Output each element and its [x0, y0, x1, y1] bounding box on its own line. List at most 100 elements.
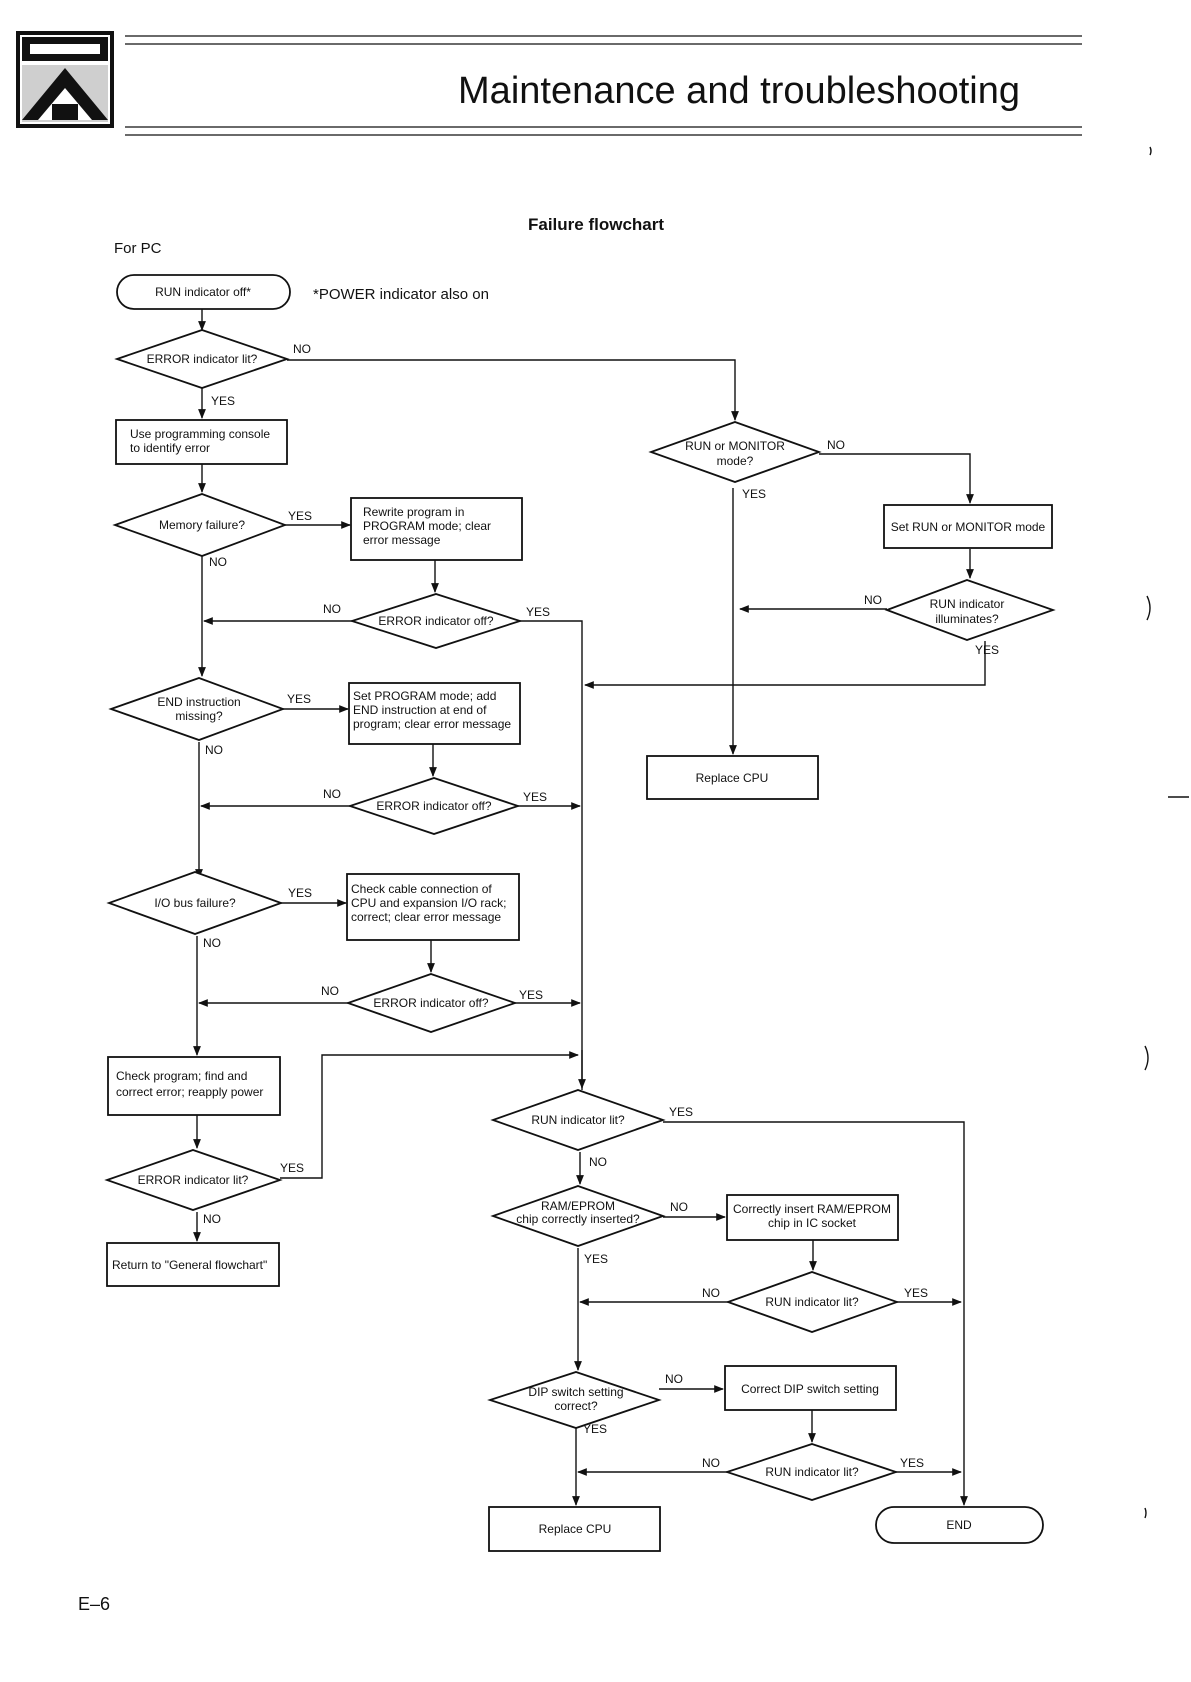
node-label: ERROR indicator off?: [378, 614, 493, 628]
label-no: NO: [203, 1212, 221, 1226]
node-label: Correctly insert RAM/EPROM: [733, 1202, 891, 1216]
label-no: NO: [323, 787, 341, 801]
decision-run-indicator-illuminates: RUN indicator illuminates?: [884, 579, 1056, 641]
label-no: NO: [702, 1456, 720, 1470]
label-no: NO: [864, 593, 882, 607]
label-yes: YES: [519, 988, 543, 1002]
decision-error-indicator-off-3: ERROR indicator off?: [345, 973, 518, 1033]
node-label: error message: [363, 533, 441, 547]
node-label: correct?: [554, 1399, 598, 1413]
node-label: RUN indicator off*: [155, 285, 251, 299]
node-label: PROGRAM mode; clear: [363, 519, 491, 533]
margin-marks: [1144, 146, 1189, 1519]
node-label: RUN indicator: [930, 597, 1005, 611]
node-label: chip correctly inserted?: [516, 1212, 640, 1226]
node-label: Correct DIP switch setting: [741, 1382, 879, 1396]
label-yes: YES: [742, 487, 766, 501]
label-no: NO: [665, 1372, 683, 1386]
branch-labels: NO YES YES NO NO YES YES NO NO YES YES N…: [203, 342, 999, 1470]
page-number: E–6: [78, 1594, 110, 1614]
node-label: END instruction at end of: [353, 703, 487, 717]
header-rules: [125, 35, 1082, 136]
label-yes: YES: [526, 605, 550, 619]
process-insert-ram-eprom: Correctly insert RAM/EPROM chip in IC so…: [726, 1194, 899, 1241]
node-label: CPU and expansion I/O rack;: [351, 896, 506, 910]
flowchart-title: Failure flowchart: [528, 215, 664, 234]
label-yes: YES: [288, 509, 312, 523]
label-yes: YES: [975, 643, 999, 657]
node-label: missing?: [175, 709, 223, 723]
decision-error-indicator-lit: ERROR indicator lit?: [114, 329, 290, 389]
decision-run-or-monitor-mode: RUN or MONITOR mode?: [648, 421, 822, 483]
node-label: Check program; find and: [116, 1069, 247, 1083]
process-rewrite-program: Rewrite program in PROGRAM mode; clear e…: [350, 497, 523, 561]
decision-error-indicator-lit-2: ERROR indicator lit?: [104, 1149, 283, 1211]
label-yes: YES: [669, 1105, 693, 1119]
label-no: NO: [670, 1200, 688, 1214]
process-replace-cpu-1: Replace CPU: [646, 755, 819, 800]
node-label: illuminates?: [935, 612, 999, 626]
process-check-program: Check program; find and correct error; r…: [107, 1056, 281, 1116]
node-label: ERROR indicator off?: [373, 996, 488, 1010]
node-label: DIP switch setting: [528, 1385, 623, 1399]
node-label: Set PROGRAM mode; add: [353, 689, 496, 703]
label-yes: YES: [583, 1422, 607, 1436]
label-no: NO: [702, 1286, 720, 1300]
decision-error-indicator-off-1: ERROR indicator off?: [349, 593, 523, 649]
label-yes: YES: [211, 394, 235, 408]
node-label: RUN or MONITOR: [685, 439, 785, 453]
header-logo: [16, 31, 114, 128]
node-label: Memory failure?: [159, 518, 245, 532]
label-no: NO: [205, 743, 223, 757]
node-label: ERROR indicator lit?: [147, 352, 258, 366]
node-label: correct error; reapply power: [116, 1085, 263, 1099]
decision-ram-eprom-inserted: RAM/EPROM chip correctly inserted?: [490, 1185, 666, 1247]
flow-connectors: [193, 309, 986, 1506]
section-label: For PC: [114, 240, 162, 257]
label-no: NO: [293, 342, 311, 356]
decision-end-instruction-missing: END instruction missing?: [108, 677, 286, 741]
node-label: RUN indicator lit?: [765, 1295, 859, 1309]
decision-dip-switch-correct: DIP switch setting correct?: [487, 1371, 662, 1429]
node-label: program; clear error message: [353, 717, 511, 731]
node-label: chip in IC socket: [768, 1216, 857, 1230]
node-label: Return to "General flowchart": [112, 1258, 267, 1272]
decision-run-indicator-lit-3: RUN indicator lit?: [724, 1443, 899, 1501]
label-yes: YES: [288, 886, 312, 900]
label-yes: YES: [584, 1252, 608, 1266]
label-no: NO: [203, 936, 221, 950]
node-label: mode?: [717, 454, 754, 468]
decision-memory-failure: Memory failure?: [112, 493, 288, 557]
label-yes: YES: [900, 1456, 924, 1470]
decision-run-indicator-lit-1: RUN indicator lit?: [490, 1089, 666, 1151]
node-label: ERROR indicator lit?: [138, 1173, 249, 1187]
label-yes: YES: [904, 1286, 928, 1300]
process-check-cable: Check cable connection of CPU and expans…: [346, 873, 520, 941]
label-yes: YES: [523, 790, 547, 804]
label-no: NO: [209, 555, 227, 569]
process-use-programming-console: Use programming console to identify erro…: [115, 419, 288, 465]
node-label: to identify error: [130, 441, 210, 455]
process-set-run-or-monitor: Set RUN or MONITOR mode: [883, 504, 1053, 549]
decision-run-indicator-lit-2: RUN indicator lit?: [725, 1271, 900, 1333]
label-no: NO: [589, 1155, 607, 1169]
node-label: Replace CPU: [696, 771, 769, 785]
decision-io-bus-failure: I/O bus failure?: [106, 871, 284, 935]
node-label: Use programming console: [130, 427, 270, 441]
node-label: correct; clear error message: [351, 910, 501, 924]
label-no: NO: [323, 602, 341, 616]
node-label: END instruction: [157, 695, 240, 709]
node-label: I/O bus failure?: [154, 896, 236, 910]
node-label: RUN indicator lit?: [765, 1465, 859, 1479]
process-return-general-flowchart: Return to "General flowchart": [106, 1242, 280, 1287]
label-yes: YES: [280, 1161, 304, 1175]
node-label: ERROR indicator off?: [376, 799, 491, 813]
process-replace-cpu-2: Replace CPU: [488, 1506, 661, 1552]
node-label: Check cable connection of: [351, 882, 492, 896]
page-title: Maintenance and troubleshooting: [458, 70, 1020, 112]
terminal-end: END: [875, 1506, 1044, 1544]
node-label: Set RUN or MONITOR mode: [891, 520, 1046, 534]
process-set-program-mode: Set PROGRAM mode; add END instruction at…: [348, 682, 521, 745]
node-label: RAM/EPROM: [541, 1199, 615, 1213]
